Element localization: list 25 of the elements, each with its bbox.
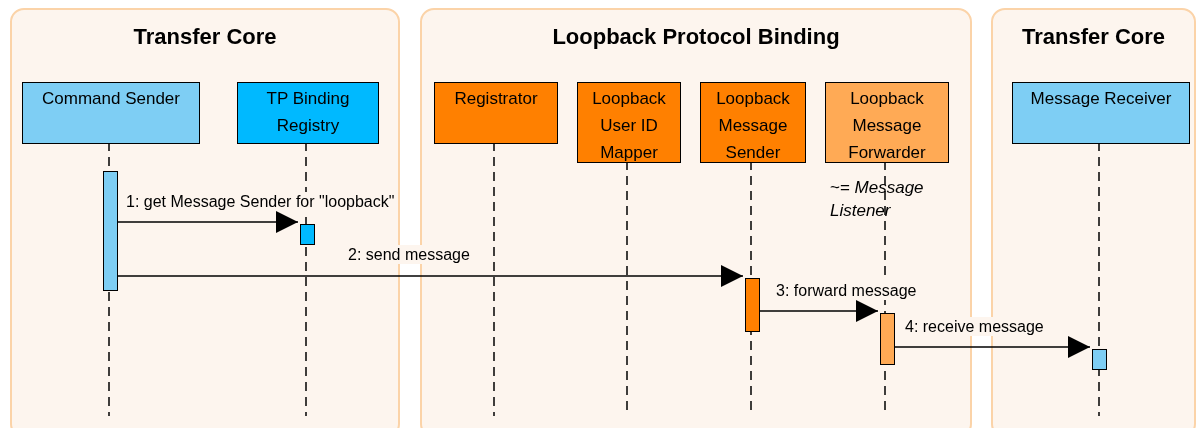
participant-box: Registrator: [434, 82, 558, 144]
participant-box: Loopback Message Sender: [700, 82, 806, 163]
edge-label: 2: send message: [348, 245, 470, 264]
group-title: Transfer Core: [132, 24, 278, 50]
activation-bar: [745, 278, 760, 332]
message-arrow: [757, 300, 879, 322]
activation-bar: [300, 224, 315, 245]
group-title: Loopback Protocol Binding: [551, 24, 841, 50]
activation-bar: [880, 313, 895, 365]
activation-bar: [103, 171, 118, 291]
participant-box: Loopback User ID Mapper: [577, 82, 681, 163]
message-arrow: [115, 265, 744, 287]
message-arrow: [115, 211, 299, 233]
edge-label: 4: receive message: [905, 317, 1044, 336]
group-title: Transfer Core: [1020, 24, 1167, 50]
participant-box: Command Sender: [22, 82, 200, 144]
message-arrow: [892, 336, 1091, 358]
participant-box: Message Receiver: [1012, 82, 1190, 144]
participant-box: TP Binding Registry: [237, 82, 379, 144]
edge-label: 3: forward message: [776, 281, 917, 300]
edge-label: 1: get Message Sender for "loopback": [126, 192, 395, 211]
activation-bar: [1092, 349, 1107, 370]
group-panel: [10, 8, 400, 428]
participant-box: Loopback Message Forwarder: [825, 82, 949, 163]
annotation-text: ~= Message Listener: [830, 177, 925, 222]
